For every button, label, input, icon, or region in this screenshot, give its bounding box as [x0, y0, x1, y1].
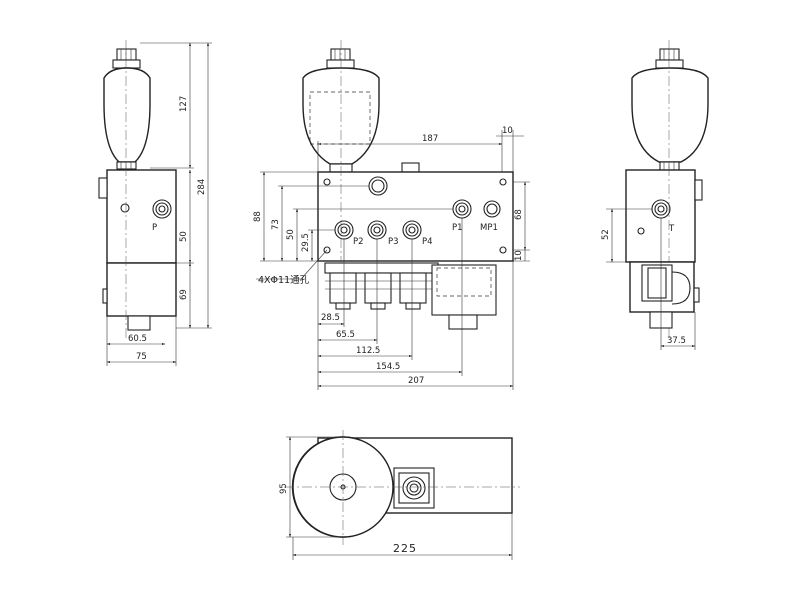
front-view: P1 MP1 P2 P3 P4 187 10 [253, 40, 530, 390]
dim-37-5: 37.5 [667, 336, 686, 346]
right-side-view: T 52 37.5 [601, 40, 709, 350]
dim-29-5: 29.5 [301, 233, 311, 252]
dim-10-top: 10 [502, 126, 513, 136]
dim-65-5: 65.5 [336, 330, 355, 340]
valve-stack [325, 272, 438, 310]
dim-88: 88 [253, 211, 263, 222]
left-port-label: P [152, 223, 157, 233]
dim-52: 52 [601, 229, 611, 240]
dim-112-5: 112.5 [356, 346, 380, 356]
port-label-p3: P3 [388, 237, 399, 247]
right-port-label: T [668, 224, 675, 234]
dim-73: 73 [271, 219, 281, 230]
dim-225: 225 [393, 542, 417, 555]
dim-69: 69 [179, 289, 189, 300]
top-view: 95 225 [279, 430, 520, 560]
port-label-p2: P2 [353, 237, 364, 247]
dim-187: 187 [422, 134, 438, 144]
port-label-mp1: MP1 [480, 223, 498, 233]
dim-68: 68 [514, 209, 524, 220]
dim-154-5: 154.5 [376, 362, 400, 372]
hole-note: 4XΦ11通孔 [258, 275, 310, 286]
dim-95: 95 [279, 483, 289, 494]
port-label-p1: P1 [452, 223, 463, 233]
port-label-p4: P4 [422, 237, 433, 247]
dim-207: 207 [408, 376, 424, 386]
dim-75: 75 [136, 352, 147, 362]
dim-60-5: 60.5 [128, 334, 147, 344]
dim-50-front: 50 [286, 229, 296, 240]
dim-10-side: 10 [514, 250, 524, 261]
left-side-view: P 127 284 50 69 60.5 75 [98, 40, 212, 366]
dim-127: 127 [179, 96, 189, 112]
dim-50: 50 [179, 231, 189, 242]
dim-28-5: 28.5 [321, 313, 340, 323]
dim-284: 284 [197, 179, 207, 195]
